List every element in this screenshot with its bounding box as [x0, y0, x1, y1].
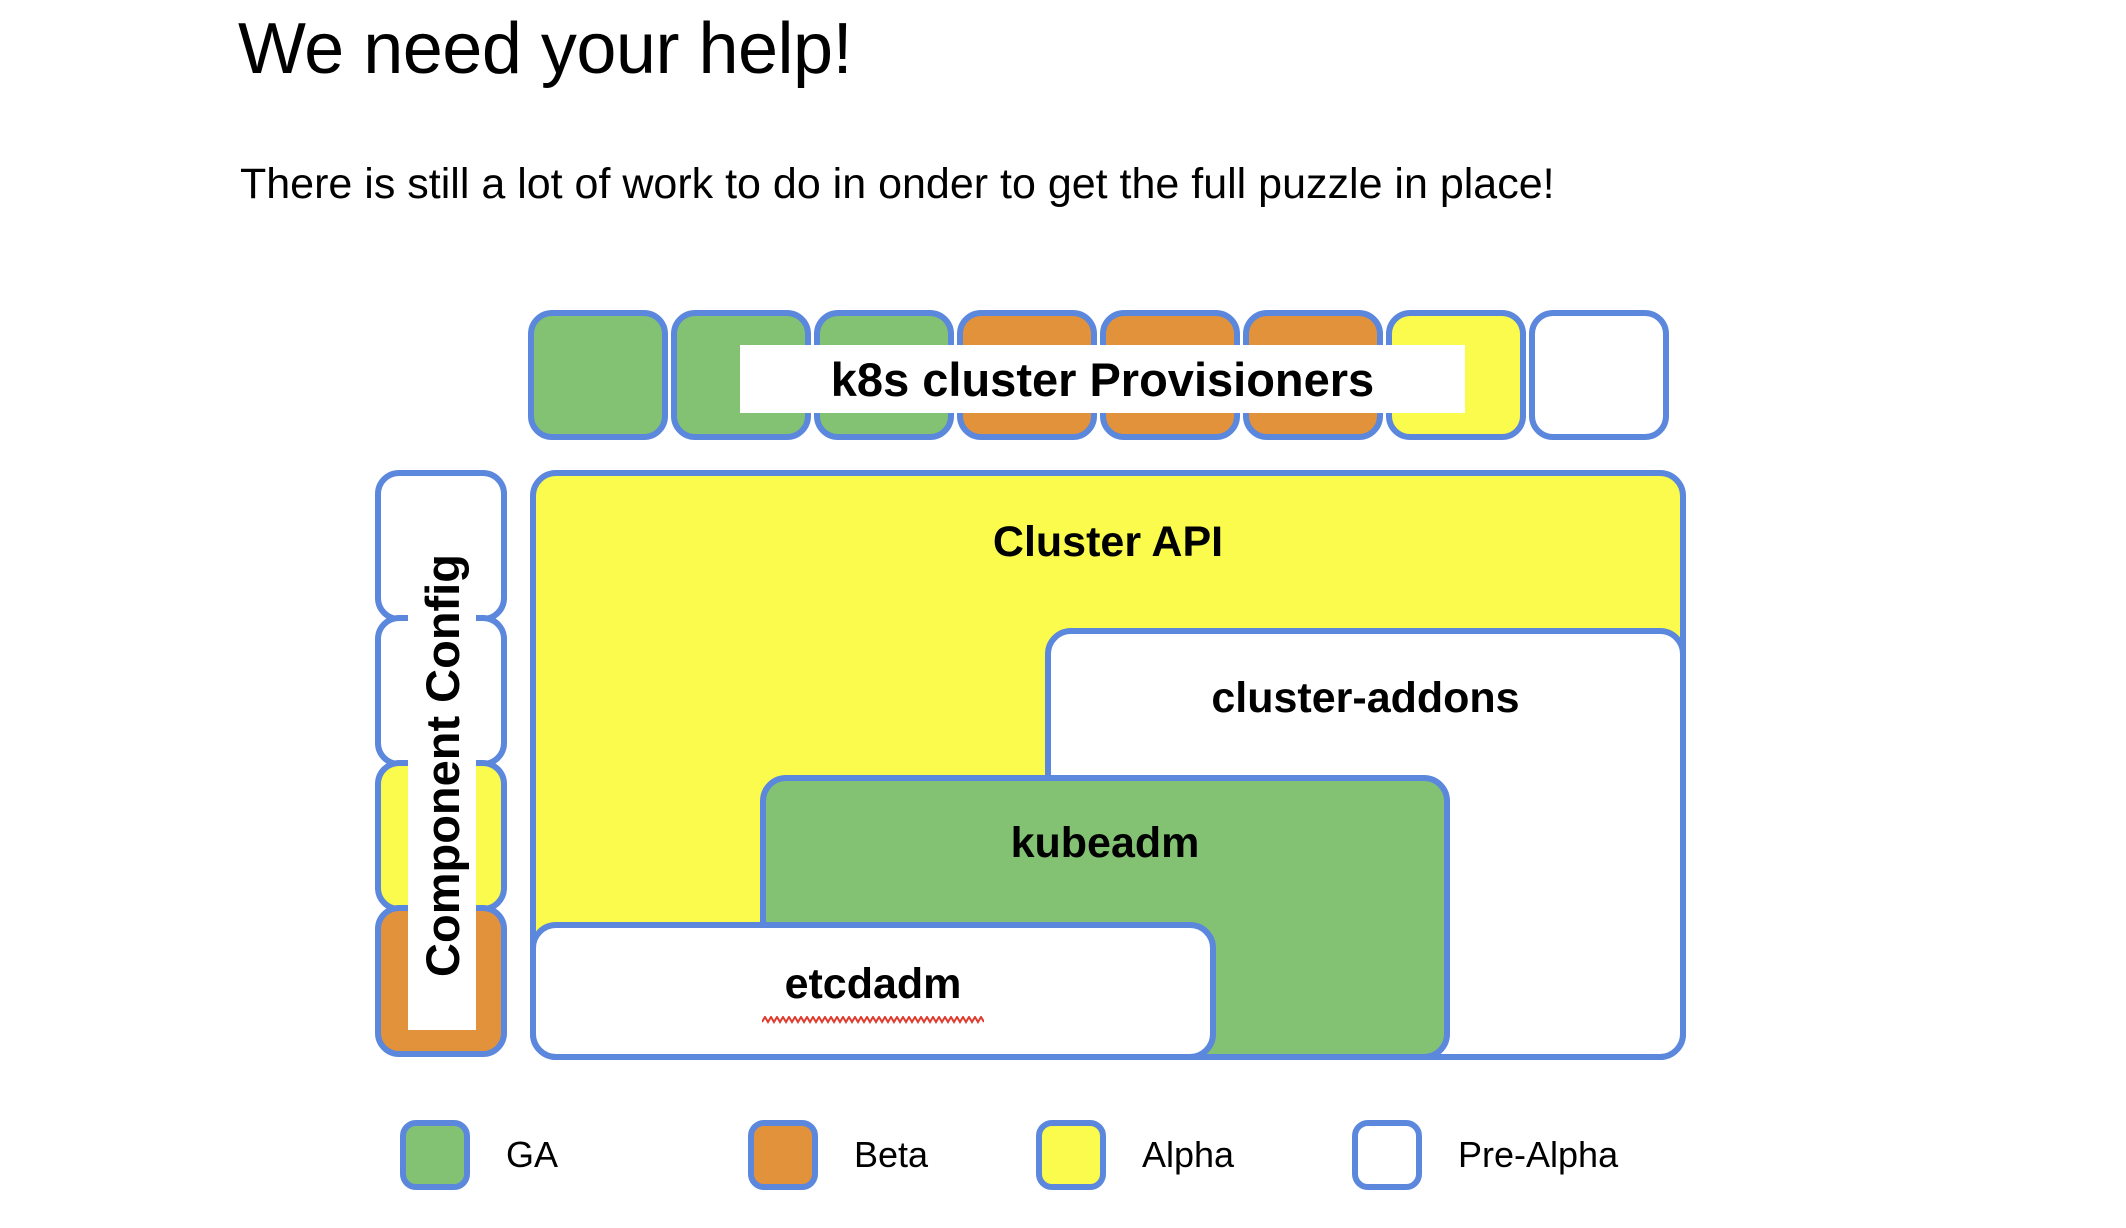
legend-swatch-ga	[400, 1120, 470, 1190]
provisioner-row-label-plate: k8s cluster Provisioners	[740, 345, 1465, 413]
legend-label-ga: GA	[506, 1134, 559, 1175]
legend-swatch-prealpha	[1352, 1120, 1422, 1190]
cluster-addons-label: cluster-addons	[1211, 674, 1520, 722]
kubeadm-label: kubeadm	[1010, 819, 1200, 867]
cluster-api-label: Cluster API	[992, 518, 1224, 566]
legend: GA Beta Alpha Pre-Alpha	[400, 1120, 1700, 1200]
component-config-label: Component Config	[415, 553, 469, 977]
legend-item-alpha: Alpha	[1036, 1120, 1234, 1190]
etcdadm-box: etcdadm	[530, 922, 1216, 1060]
legend-item-prealpha: Pre-Alpha	[1352, 1120, 1618, 1190]
legend-label-prealpha: Pre-Alpha	[1458, 1134, 1619, 1175]
legend-swatch-alpha	[1036, 1120, 1106, 1190]
provisioner-tile	[1529, 310, 1669, 440]
provisioner-tile	[528, 310, 668, 440]
legend-item-beta: Beta	[748, 1120, 928, 1190]
legend-label-alpha: Alpha	[1142, 1134, 1235, 1175]
provisioner-row-label: k8s cluster Provisioners	[830, 352, 1375, 406]
page-subtitle: There is still a lot of work to do in on…	[240, 160, 1555, 208]
legend-item-ga: GA	[400, 1120, 558, 1190]
legend-swatch-beta	[748, 1120, 818, 1190]
legend-label-beta: Beta	[854, 1134, 929, 1175]
page-title: We need your help!	[238, 9, 853, 89]
etcdadm-label: etcdadm	[784, 960, 962, 1008]
spellcheck-squiggle-icon	[762, 1016, 984, 1024]
component-config-label-plate: Component Config	[408, 500, 476, 1030]
